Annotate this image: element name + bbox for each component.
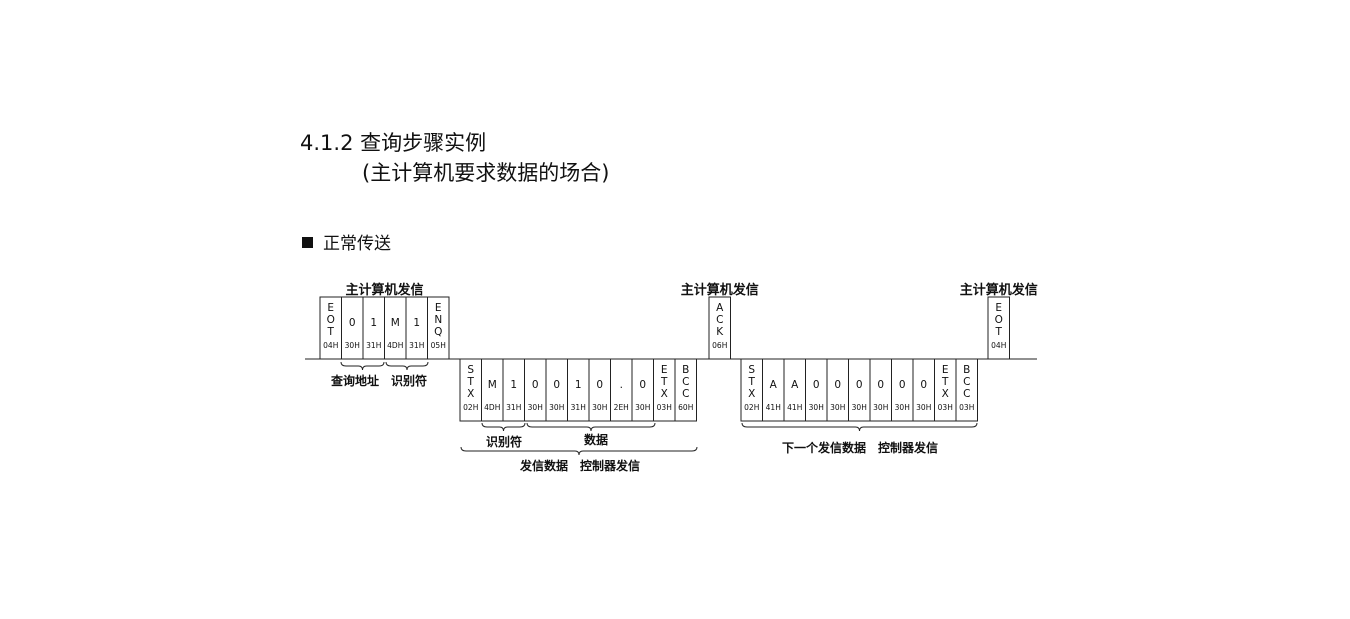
title-line-2: (主计算机要求数据的场合) <box>362 161 610 185</box>
cell-hex: 41H <box>766 403 781 412</box>
identifier-brace-2 <box>481 422 526 432</box>
cell-hex: 30H <box>809 403 824 412</box>
identifier-brace-1 <box>385 361 429 371</box>
host-send-label: 主计算机发信 <box>960 282 1038 298</box>
square-bullet-icon <box>302 237 313 248</box>
cell-hex: 4DH <box>484 403 500 412</box>
cell-hex: 30H <box>895 403 910 412</box>
cell-char: 0 <box>553 379 560 391</box>
cell-char: 0 <box>813 379 820 391</box>
cell-char: 0 <box>596 379 603 391</box>
label-next-send-data-controller: 下一个发信数据 控制器发信 <box>782 440 938 455</box>
cell-char: . <box>620 379 623 391</box>
label-query-address: 查询地址 <box>330 373 379 388</box>
cell-char: A <box>791 379 799 391</box>
cell-char: 0 <box>877 379 884 391</box>
cell-hex: 06H <box>712 341 727 350</box>
cell-hex: 41H <box>787 403 802 412</box>
cell-hex: 4DH <box>387 341 403 350</box>
cell-hex: 04H <box>991 341 1006 350</box>
host-send-label: 主计算机发信 <box>681 282 759 298</box>
frame-cell <box>708 296 731 360</box>
cell-hex: 31H <box>571 403 586 412</box>
section-heading: 正常传送 <box>302 229 391 254</box>
data-brace <box>526 422 656 432</box>
cell-hex: 31H <box>409 341 424 350</box>
cell-char: 1 <box>370 317 377 329</box>
frame-cell <box>674 358 697 422</box>
cell-char: M <box>488 379 497 391</box>
cell-hex: 30H <box>592 403 607 412</box>
cell-hex: 04H <box>323 341 338 350</box>
title-line-1: 4.1.2 查询步骤实例 <box>300 131 487 155</box>
frame-cell <box>955 358 978 422</box>
cell-hex: 03H <box>938 403 953 412</box>
section-label: 正常传送 <box>323 234 391 254</box>
label-identifier-1: 识别符 <box>391 373 427 388</box>
cell-hex: 2EH <box>614 403 629 412</box>
cell-char: 0 <box>856 379 863 391</box>
query-address-brace <box>340 361 385 371</box>
cell-char: 0 <box>899 379 906 391</box>
cell-hex: 30H <box>916 403 931 412</box>
cell-hex: 30H <box>549 403 564 412</box>
cell-hex: 31H <box>506 403 521 412</box>
cell-char: 0 <box>349 317 356 329</box>
cell-char: 1 <box>575 379 582 391</box>
cell-hex: 30H <box>528 403 543 412</box>
cell-hex: 03H <box>657 403 672 412</box>
cell-hex: 30H <box>345 341 360 350</box>
cell-hex: 03H <box>959 403 974 412</box>
frame-cell <box>987 296 1010 360</box>
cell-char: 0 <box>920 379 927 391</box>
cell-hex: 30H <box>830 403 845 412</box>
page-title: 4.1.2 查询步骤实例 (主计算机要求数据的场合) <box>300 128 609 188</box>
cell-char: 0 <box>532 379 539 391</box>
cell-char: A <box>770 379 778 391</box>
cell-hex: 05H <box>431 341 446 350</box>
label-data: 数据 <box>584 432 608 447</box>
cell-hex: 30H <box>873 403 888 412</box>
cell-char: 1 <box>413 317 420 329</box>
frame-cell <box>427 296 450 360</box>
next-data-brace <box>741 422 978 432</box>
cell-hex: 02H <box>744 403 759 412</box>
cell-char: M <box>391 317 400 329</box>
cell-char: 0 <box>834 379 841 391</box>
send-data-brace <box>460 446 698 456</box>
label-identifier-2: 识别符 <box>486 434 522 449</box>
cell-hex: 31H <box>366 341 381 350</box>
cell-hex: 30H <box>852 403 867 412</box>
host-send-label: 主计算机发信 <box>345 282 423 298</box>
cell-hex: 30H <box>635 403 650 412</box>
cell-hex: 02H <box>463 403 478 412</box>
cell-char: 1 <box>510 379 517 391</box>
cell-hex: 60H <box>678 403 693 412</box>
cell-char: 0 <box>639 379 646 391</box>
label-send-data-controller: 发信数据 控制器发信 <box>519 458 640 473</box>
